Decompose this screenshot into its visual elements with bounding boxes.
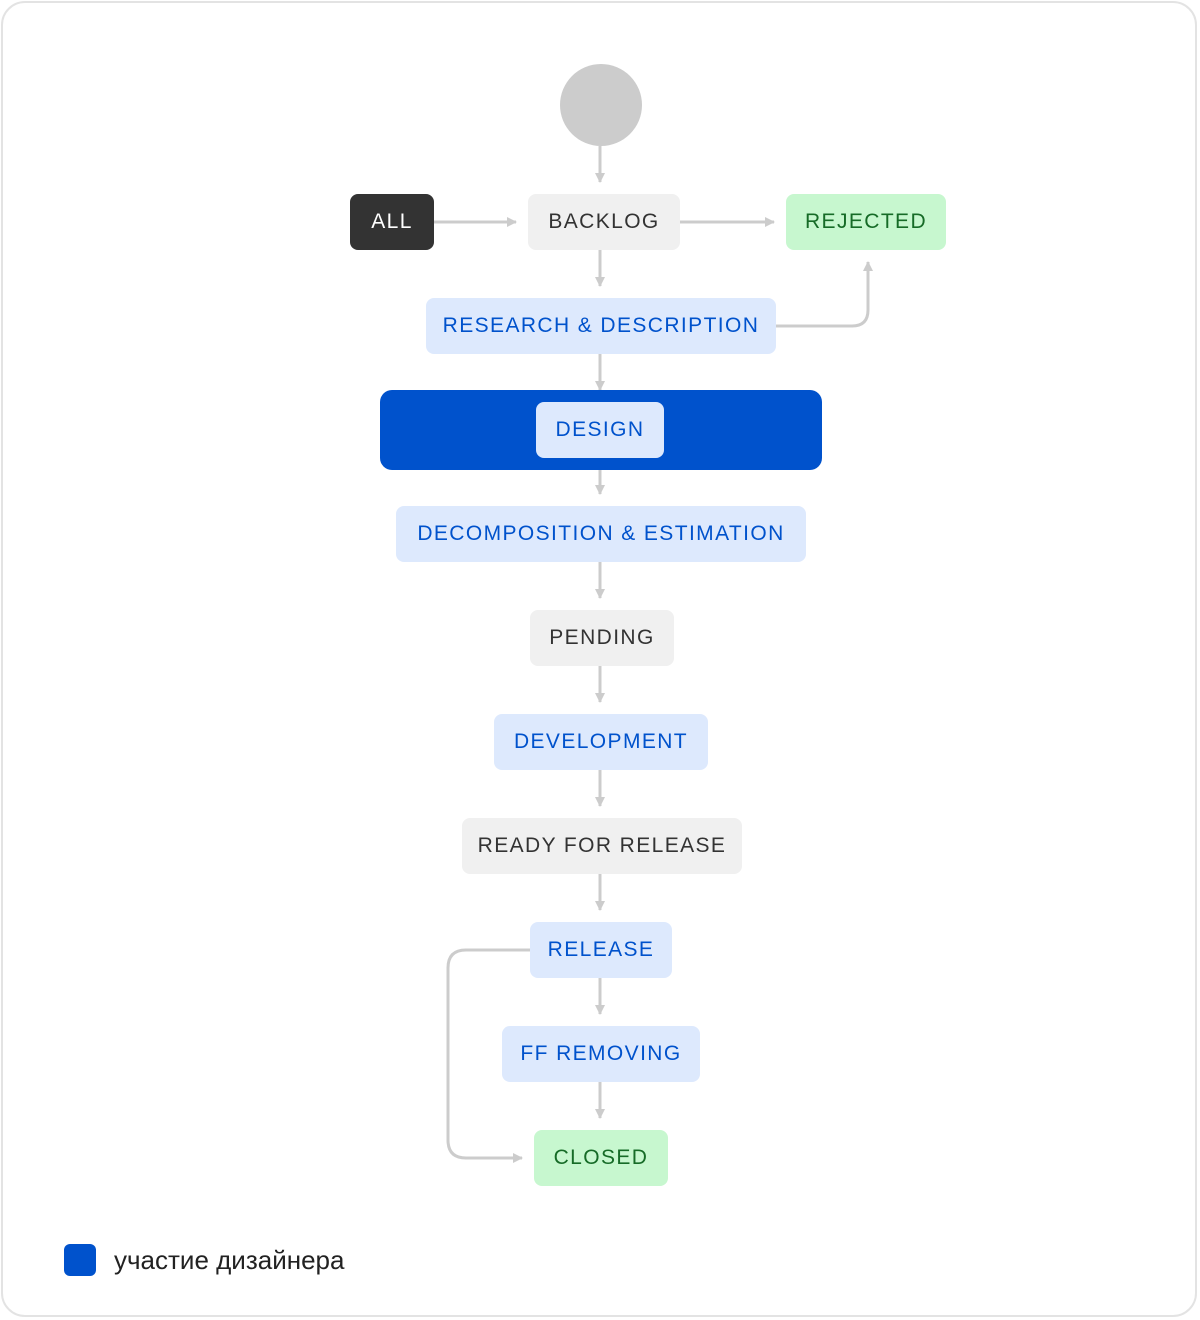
status-ff-removing-label: FF REMOVING: [520, 1042, 682, 1065]
status-ready-for-release[interactable]: READY FOR RELEASE: [462, 818, 742, 874]
status-design-label: DESIGN: [555, 418, 645, 441]
legend-label: участие дизайнера: [114, 1244, 345, 1275]
status-research-description-label: RESEARCH & DESCRIPTION: [442, 314, 760, 337]
status-release[interactable]: RELEASE: [530, 922, 672, 978]
legend-swatch: [64, 1244, 96, 1276]
status-research-description[interactable]: RESEARCH & DESCRIPTION: [426, 298, 776, 354]
status-backlog-label: BACKLOG: [548, 210, 660, 233]
status-development[interactable]: DEVELOPMENT: [494, 714, 708, 770]
status-design[interactable]: DESIGN: [536, 402, 664, 458]
status-closed[interactable]: CLOSED: [534, 1130, 668, 1186]
start-node: [560, 64, 642, 146]
status-pending-label: PENDING: [549, 626, 655, 649]
status-pending[interactable]: PENDING: [530, 610, 674, 666]
status-all[interactable]: ALL: [350, 194, 434, 250]
legend: участие дизайнера: [64, 1244, 344, 1276]
status-rejected-label: REJECTED: [804, 210, 928, 233]
status-all-label: ALL: [371, 210, 413, 233]
status-development-label: DEVELOPMENT: [513, 730, 689, 753]
status-decomposition-estimation[interactable]: DECOMPOSITION & ESTIMATION: [396, 506, 806, 562]
status-release-label: RELEASE: [547, 938, 655, 961]
arrow-release-to-closed: [446, 948, 530, 1163]
arrow-research-to-rejected: [776, 261, 873, 328]
status-rejected[interactable]: REJECTED: [786, 194, 946, 250]
status-closed-label: CLOSED: [553, 1146, 649, 1169]
status-ready-for-release-label: READY FOR RELEASE: [477, 834, 727, 857]
status-ff-removing[interactable]: FF REMOVING: [502, 1026, 700, 1082]
status-backlog[interactable]: BACKLOG: [528, 194, 680, 250]
status-decomposition-estimation-label: DECOMPOSITION & ESTIMATION: [417, 522, 785, 545]
